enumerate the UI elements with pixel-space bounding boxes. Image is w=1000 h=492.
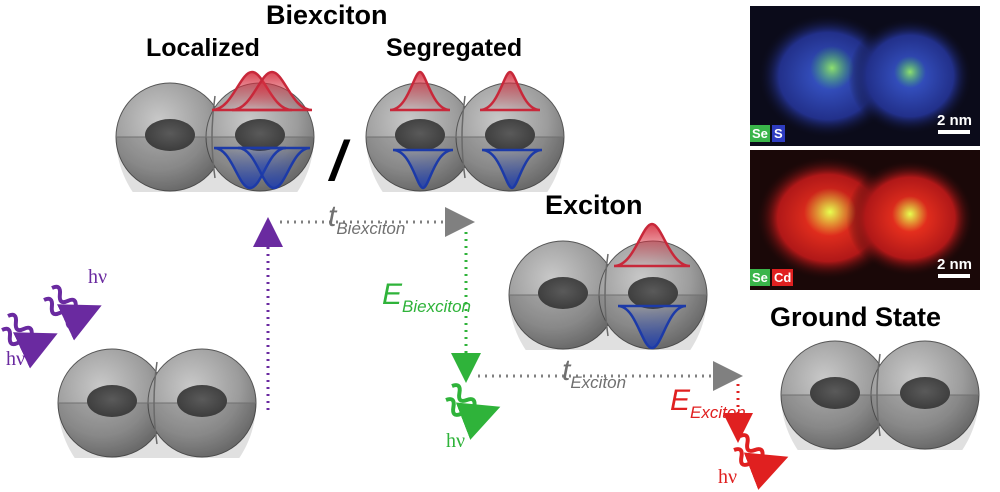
elemental-map-se-cd: Se Cd 2 nm [750, 150, 980, 290]
segregated-label: Segregated [386, 34, 523, 62]
biexciton-title: Biexciton [266, 0, 388, 30]
t-biexciton-label: tBiexciton [328, 200, 405, 239]
exciton-title: Exciton [545, 190, 643, 220]
map-se-s-image [758, 14, 972, 138]
hole-wavefunction [392, 148, 454, 190]
t-exciton-label: tExciton [562, 354, 626, 393]
slash-separator: / [330, 129, 346, 192]
e-biexciton-subscript: Biexciton [402, 297, 471, 316]
hole-wavefunction [617, 304, 687, 350]
biexciton-emission-photon [445, 383, 501, 440]
scale-label-top: 2 nm [936, 112, 972, 129]
elemental-map-se-s: Se S 2 nm [750, 6, 980, 146]
t-symbol: t [328, 200, 337, 233]
t-biexciton-subscript: Biexciton [336, 219, 406, 238]
biexciton-emission-hv: hν [446, 430, 466, 452]
e-symbol: E [382, 278, 403, 311]
localized-biexciton-dimer [115, 70, 315, 192]
map-tag-cd: Cd [772, 269, 794, 286]
e-biexciton-label: EBiexciton [382, 278, 471, 317]
excitation-photon-lower [1, 312, 58, 369]
exciton-emission-photon [733, 433, 789, 490]
e-exciton-label: EExciton [670, 384, 746, 423]
map-se-cd-image [756, 156, 974, 280]
segregated-biexciton-dimer [365, 70, 565, 192]
exciton-dimer [508, 222, 708, 350]
scale-bar-top: 2 nm [937, 112, 972, 134]
excitation-hv-lower: hν [6, 348, 26, 370]
electron-wavefunction [613, 222, 691, 268]
scale-bar-line [938, 274, 971, 278]
scale-bar-line [938, 130, 971, 134]
excitation-photon-upper [43, 284, 102, 341]
excitation-hv-upper: hν [88, 266, 108, 288]
exciton-emission-hv: hν [718, 466, 738, 488]
t-exciton-subscript: Exciton [570, 373, 627, 392]
initial-dimer [57, 348, 257, 458]
scale-bar-bottom: 2 nm [937, 256, 972, 278]
scale-label-bottom: 2 nm [936, 256, 972, 273]
electron-wavefunction [231, 70, 313, 112]
map-tag-se: Se [750, 125, 770, 142]
e-exciton-subscript: Exciton [690, 403, 746, 422]
hole-wavefunction [481, 148, 543, 190]
electron-wavefunction [389, 70, 451, 112]
t-symbol: t [562, 354, 571, 387]
ground-state-title: Ground State [770, 302, 942, 332]
electron-wavefunction [479, 70, 541, 112]
ground-state-dimer [780, 340, 980, 450]
map-tag-s: S [772, 125, 785, 142]
localized-label: Localized [146, 34, 260, 62]
e-symbol: E [670, 384, 691, 417]
hole-wavefunction [237, 146, 311, 190]
map-tag-se: Se [750, 269, 770, 286]
